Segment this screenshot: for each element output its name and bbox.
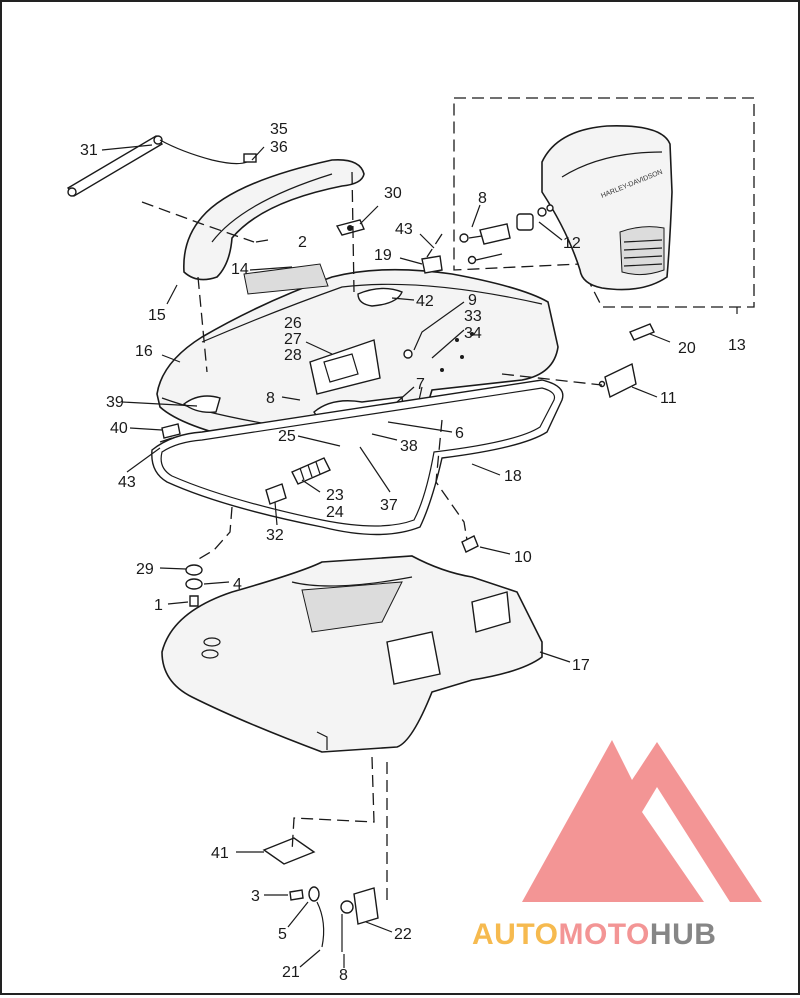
watermark-triangle-mark: [522, 740, 762, 902]
callout-43b: 43: [118, 474, 136, 491]
bolt-1: [189, 595, 199, 607]
watermark-text-auto: AUTO: [472, 918, 558, 951]
callout-15: 15: [148, 307, 166, 324]
pad-41: [262, 837, 316, 865]
callout-12: 12: [563, 235, 581, 252]
lid-hinge: [309, 339, 413, 395]
callout-17: 17: [572, 657, 590, 674]
callout-9: 9: [468, 292, 477, 309]
callout-18: 18: [504, 468, 522, 485]
backrest-pad: HARLEY-DAVIDSON: [541, 125, 673, 291]
callout-38: 38: [400, 438, 418, 455]
bracket-19: [421, 255, 443, 274]
assembly-guide-lines: [141, 171, 603, 902]
callout-28: 28: [284, 347, 302, 364]
watermark-text-moto: MOTO: [558, 918, 649, 951]
callout-36: 36: [270, 139, 288, 156]
callout-6: 6: [455, 425, 464, 442]
callout-labels: 31 35 36 30 8 2 43 19 12 14 42 9 33 34 1…: [80, 121, 746, 984]
callout-5: 5: [278, 926, 287, 943]
callout-43: 43: [395, 221, 413, 238]
callout-8c: 8: [339, 967, 348, 984]
callout-24: 24: [326, 504, 344, 521]
watermark-logo: AUTOMOTOHUB: [472, 740, 762, 951]
callout-32: 32: [266, 527, 284, 544]
tour-pak-base: [161, 555, 543, 753]
lower-hardware: [289, 886, 379, 952]
callout-7: 7: [416, 376, 425, 393]
washer-29: [185, 564, 203, 576]
wire-harness: [159, 139, 248, 165]
callout-16: 16: [135, 343, 153, 360]
callout-26: 26: [284, 315, 302, 332]
callout-31: 31: [80, 142, 98, 159]
callout-29: 29: [136, 561, 154, 578]
callout-3: 3: [251, 888, 260, 905]
lock-cylinder: [265, 457, 331, 505]
light-strip: [66, 135, 164, 197]
callout-40: 40: [110, 420, 128, 437]
callout-22: 22: [394, 926, 412, 943]
callout-21: 21: [282, 964, 300, 981]
wire-connector: [243, 153, 257, 163]
callout-35: 35: [270, 121, 288, 138]
reflector: [604, 362, 637, 399]
tape-20: [629, 323, 655, 341]
callout-13: 13: [728, 337, 746, 354]
screw-43: [159, 437, 173, 443]
callout-8b: 8: [266, 390, 275, 407]
callout-10: 10: [514, 549, 532, 566]
callout-14: 14: [231, 261, 249, 278]
watermark-text-hub: HUB: [650, 918, 717, 951]
callout-2: 2: [298, 234, 307, 251]
callout-23: 23: [326, 487, 344, 504]
backrest-bracket-hardware: [459, 204, 554, 265]
clip-10: [461, 535, 479, 553]
lid-gasket: [151, 379, 564, 536]
callout-39: 39: [106, 394, 124, 411]
callout-25: 25: [278, 428, 296, 445]
callout-4: 4: [233, 576, 242, 593]
callout-1: 1: [154, 597, 163, 614]
callout-11: 11: [660, 390, 677, 407]
callout-42: 42: [416, 293, 434, 310]
callout-30: 30: [384, 185, 402, 202]
callout-37: 37: [380, 497, 398, 514]
bumper-40: [161, 423, 181, 439]
callout-33: 33: [464, 308, 482, 325]
svg-text:AUTOMOTOHUB: AUTOMOTOHUB: [472, 918, 716, 951]
grab-handle: [183, 158, 365, 281]
leader-lines: [101, 144, 738, 968]
callout-34: 34: [464, 325, 482, 342]
backrest-kit-boundary: [453, 97, 755, 308]
callout-41: 41: [211, 845, 229, 862]
callout-27: 27: [284, 331, 302, 348]
callout-19: 19: [374, 247, 392, 264]
washer-4: [185, 578, 203, 590]
callout-20: 20: [678, 340, 696, 357]
callout-8: 8: [478, 190, 487, 207]
